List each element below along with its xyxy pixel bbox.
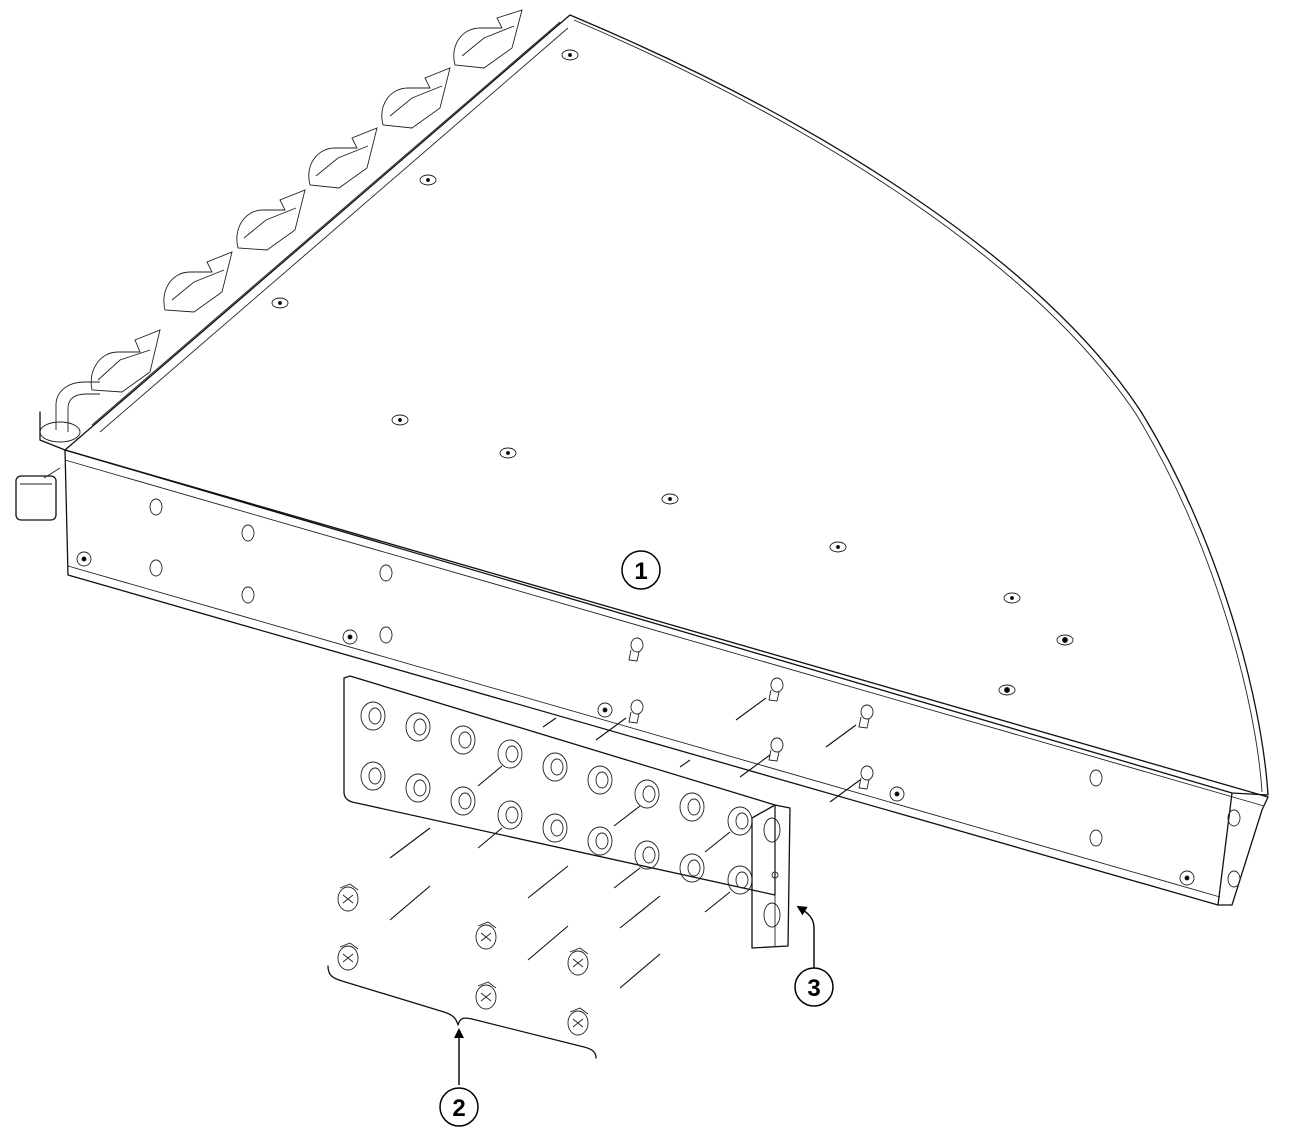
side-holes [76,498,1241,888]
rack-mount-bracket [343,675,791,989]
callout-1: 1 [621,550,661,590]
callout-1-label: 1 [634,558,647,585]
callout-3: 3 [794,967,834,1007]
screws-brace [327,965,597,1059]
chassis-top-surface [64,14,1269,796]
callout-3-label: 3 [807,975,820,1002]
chassis-cutaway-edge [573,19,1263,793]
callout-2-label: 2 [452,1095,465,1122]
side-screws [628,637,874,790]
callout-3-leader [796,905,815,968]
power-cord [39,381,100,443]
rear-fan-handles [90,9,523,393]
ground-lug [15,467,61,521]
alignment-lines-chassis [542,697,861,803]
bracket-holes [360,701,753,895]
alignment-lines-bracket [389,765,731,989]
bracket-screws [337,883,589,1036]
switch-chassis [15,9,1269,906]
chassis-side-panel [64,449,1269,906]
top-screws [271,49,1074,696]
callout-2: 2 [439,1087,479,1127]
